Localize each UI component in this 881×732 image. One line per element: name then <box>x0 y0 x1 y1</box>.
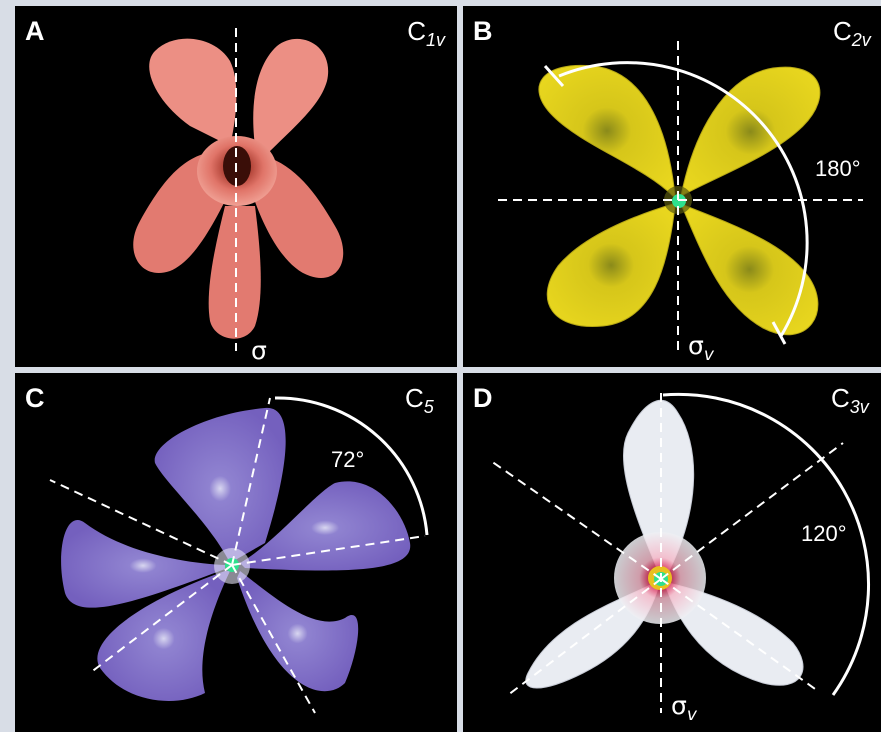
symmetry-group-label: C1v <box>407 16 445 51</box>
panel-letter: B <box>473 16 493 47</box>
flower-periwinkle-image <box>15 373 457 732</box>
mirror-plane-label: σv <box>688 331 714 365</box>
symmetry-group-label: C5 <box>405 383 434 418</box>
rotation-angle-label: 120° <box>801 521 847 547</box>
symmetry-group-label: C3v <box>831 383 869 418</box>
flower-trillium-image <box>463 373 881 732</box>
mirror-plane-label: σ <box>251 336 267 367</box>
panel-c: C C5 72° <box>15 373 457 732</box>
rotation-angle-label: 180° <box>815 156 861 182</box>
panel-a: A C1v σ <box>15 6 457 367</box>
panel-letter: A <box>25 16 45 47</box>
panel-b: B C2v 180° σv <box>463 6 881 367</box>
rotation-angle-label: 72° <box>331 447 364 473</box>
panel-d: D C3v 120° σv <box>463 373 881 732</box>
panel-letter: D <box>473 383 493 414</box>
panel-letter: C <box>25 383 45 414</box>
symmetry-group-label: C2v <box>833 16 871 51</box>
flower-snapdragon-image <box>15 6 457 367</box>
flower-mustard-image <box>463 6 881 367</box>
mirror-plane-label: σv <box>671 691 697 725</box>
